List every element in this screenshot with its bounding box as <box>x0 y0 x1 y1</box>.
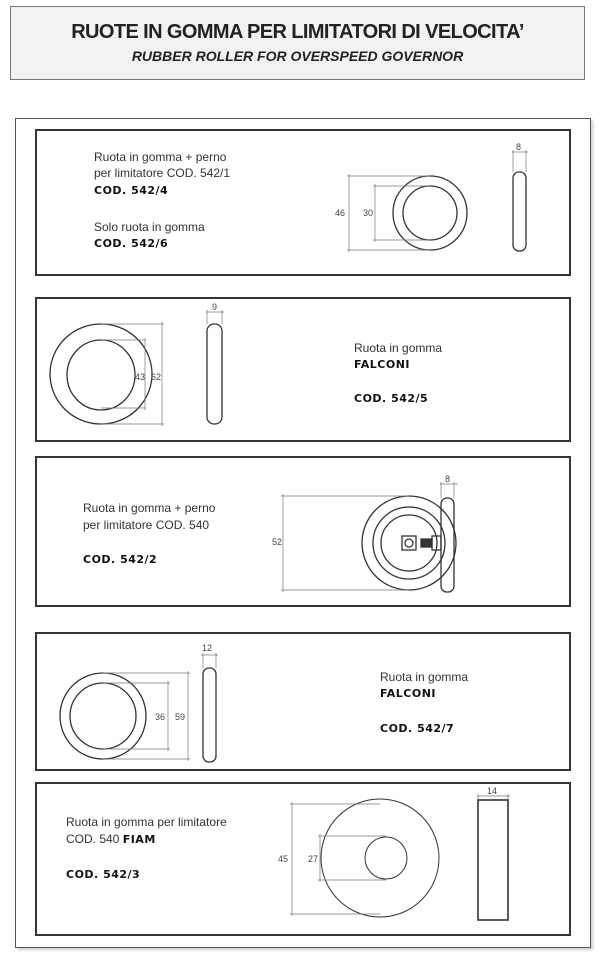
dim-inner-diameter: 36 <box>155 712 165 722</box>
dim-width: 8 <box>516 142 521 152</box>
catalog-frame <box>15 118 591 948</box>
dim-width: 12 <box>202 643 212 653</box>
product-code: COD. 542/5 <box>354 392 429 405</box>
page-title: RUOTE IN GOMMA PER LIMITATORI DI VELOCIT… <box>71 21 524 43</box>
product-code: COD. 542/7 <box>380 722 455 735</box>
product-description-ref: COD. 540 <box>66 832 120 846</box>
product-brand: FIAM <box>122 833 156 846</box>
dim-outer-diameter: 46 <box>335 208 345 218</box>
product-description: per limitatore COD. 540 <box>83 518 210 532</box>
roller-drawing-542-5: 43 62 9 <box>49 302 224 426</box>
product-description: Ruota in gomma <box>354 341 443 355</box>
roller-drawing-542-3: 45 27 14 <box>278 786 510 921</box>
product-description: COD. 540 FIAM <box>66 832 156 847</box>
product-panel-542-3 <box>35 782 571 936</box>
product-code: COD. 542/3 <box>66 868 141 881</box>
dim-outer-diameter: 59 <box>175 712 185 722</box>
product-description: Solo ruota in gomma <box>94 220 205 234</box>
roller-drawing-542-4: 46 30 8 <box>335 142 528 252</box>
roller-drawing-542-2: 52 8 <box>272 474 458 593</box>
dim-inner-diameter: 27 <box>308 854 318 864</box>
dim-inner-diameter: 30 <box>363 208 373 218</box>
product-description: Ruota in gomma <box>380 670 469 684</box>
dim-outer-diameter: 62 <box>151 372 161 382</box>
product-code: COD. 542/2 <box>83 553 158 566</box>
product-description: Ruota in gomma per limitatore <box>66 815 227 829</box>
roller-drawing-542-7: 36 59 12 <box>59 643 218 763</box>
dim-outer-diameter: 45 <box>278 854 288 864</box>
dim-width: 8 <box>445 474 450 484</box>
product-panel-542-4 <box>35 129 571 276</box>
dim-inner-diameter: 43 <box>135 372 145 382</box>
dim-width: 9 <box>212 302 217 312</box>
product-code: COD. 542/6 <box>94 237 169 250</box>
product-description: Ruota in gomma + perno <box>83 501 216 515</box>
dim-outer-diameter: 52 <box>272 537 282 547</box>
product-panel-542-5 <box>35 297 571 442</box>
product-description: per limitatore COD. 542/1 <box>94 166 231 180</box>
product-code: COD. 542/4 <box>94 184 169 197</box>
product-panel-542-2 <box>35 456 571 607</box>
dim-width: 14 <box>487 786 497 796</box>
page-subtitle: RUBBER ROLLER FOR OVERSPEED GOVERNOR <box>131 48 464 64</box>
product-panel-542-7 <box>35 632 571 771</box>
product-brand: FALCONI <box>354 358 410 371</box>
product-description: Ruota in gomma + perno <box>94 150 227 164</box>
product-brand: FALCONI <box>380 687 436 700</box>
page-header: RUOTE IN GOMMA PER LIMITATORI DI VELOCIT… <box>10 6 585 80</box>
